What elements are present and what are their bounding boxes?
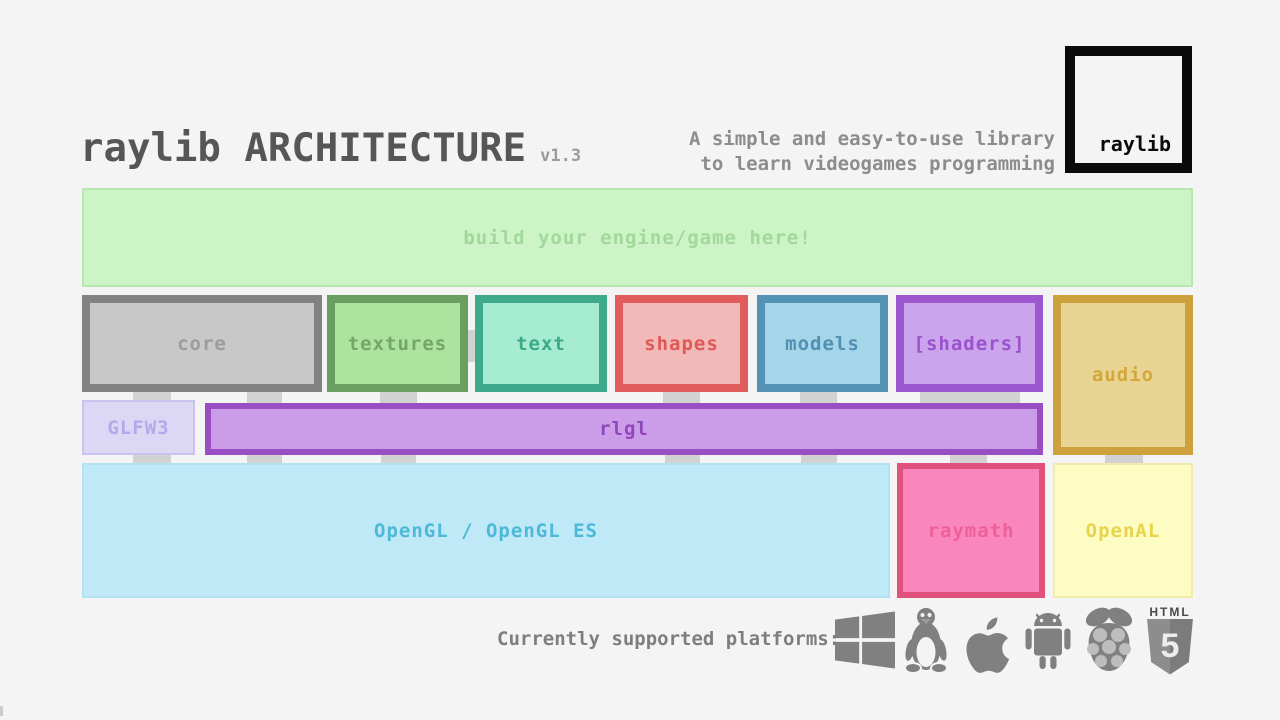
- tagline: A simple and easy-to-use library to lear…: [689, 127, 1055, 177]
- windows-icon: [835, 609, 895, 671]
- connector-rlgl-opengl-4: [801, 452, 837, 466]
- html5-shield: 5: [1147, 618, 1193, 675]
- raspberry-pi-icon: [1081, 605, 1137, 675]
- android-icon: [1023, 609, 1073, 671]
- connector-glfw3-opengl: [133, 452, 171, 466]
- raylib-logo-label: raylib: [1098, 132, 1171, 156]
- html5-icon: HTML 5: [1145, 604, 1195, 675]
- html5-word: HTML: [1149, 604, 1191, 619]
- engine-banner-label: build your engine/game here!: [463, 226, 812, 249]
- backend-glfw3: GLFW3: [82, 400, 195, 455]
- html5-five: 5: [1160, 627, 1180, 665]
- module-textures: textures: [327, 295, 468, 392]
- backend-raymath-label: raymath: [927, 519, 1015, 542]
- connector-models-rlgl: [800, 388, 837, 404]
- backend-openal-label: OpenAL: [1085, 519, 1161, 542]
- connector-shaders-rlgl: [920, 388, 1020, 404]
- connector-rlgl-opengl-1: [247, 452, 282, 466]
- engine-banner: build your engine/game here!: [82, 188, 1193, 287]
- backend-glfw3-label: GLFW3: [107, 416, 170, 439]
- module-audio: audio: [1053, 295, 1193, 455]
- backend-rlgl-label: rlgl: [599, 418, 649, 440]
- module-core: core: [82, 295, 322, 392]
- backend-rlgl: rlgl: [205, 403, 1043, 455]
- connector-rlgl-opengl-2: [381, 452, 416, 466]
- module-shaders-label: [shaders]: [913, 332, 1026, 355]
- tagline-line2: to learn videogames programming: [700, 153, 1055, 175]
- backend-opengl: OpenGL / OpenGL ES: [82, 463, 890, 598]
- module-text-label: text: [516, 332, 566, 355]
- apple-icon: [957, 607, 1015, 673]
- module-shaders: [shaders]: [896, 295, 1043, 392]
- linux-icon: [903, 606, 949, 674]
- backend-openal: OpenAL: [1053, 463, 1193, 598]
- backend-opengl-label: OpenGL / OpenGL ES: [374, 519, 598, 542]
- backend-raymath: raymath: [897, 463, 1045, 598]
- module-text: text: [475, 295, 607, 392]
- connector-core-rlgl: [247, 388, 282, 404]
- connector-rlgl-raymath: [950, 452, 987, 466]
- screen-edge-artifact: [0, 706, 3, 716]
- module-shapes: shapes: [615, 295, 748, 392]
- module-core-label: core: [177, 332, 227, 355]
- platforms-label: Currently supported platforms:: [497, 628, 841, 650]
- connector-rlgl-opengl-3: [665, 452, 700, 466]
- module-audio-label: audio: [1091, 364, 1155, 386]
- module-textures-label: textures: [347, 332, 448, 355]
- connector-textures-rlgl: [380, 388, 417, 404]
- connector-audio-openal: [1105, 452, 1143, 466]
- module-shapes-label: shapes: [644, 332, 719, 355]
- module-models: models: [757, 295, 888, 392]
- module-models-label: models: [785, 332, 860, 355]
- connector-shapes-rlgl: [663, 388, 700, 404]
- tagline-line1: A simple and easy-to-use library: [688, 128, 1055, 150]
- version-label: v1.3: [540, 146, 582, 166]
- platforms-row: HTML 5: [835, 602, 1195, 678]
- raylib-logo: raylib: [1065, 46, 1192, 173]
- title-text: raylib ARCHITECTURE: [80, 126, 527, 171]
- page-title: raylib ARCHITECTURE v1.3: [80, 126, 581, 171]
